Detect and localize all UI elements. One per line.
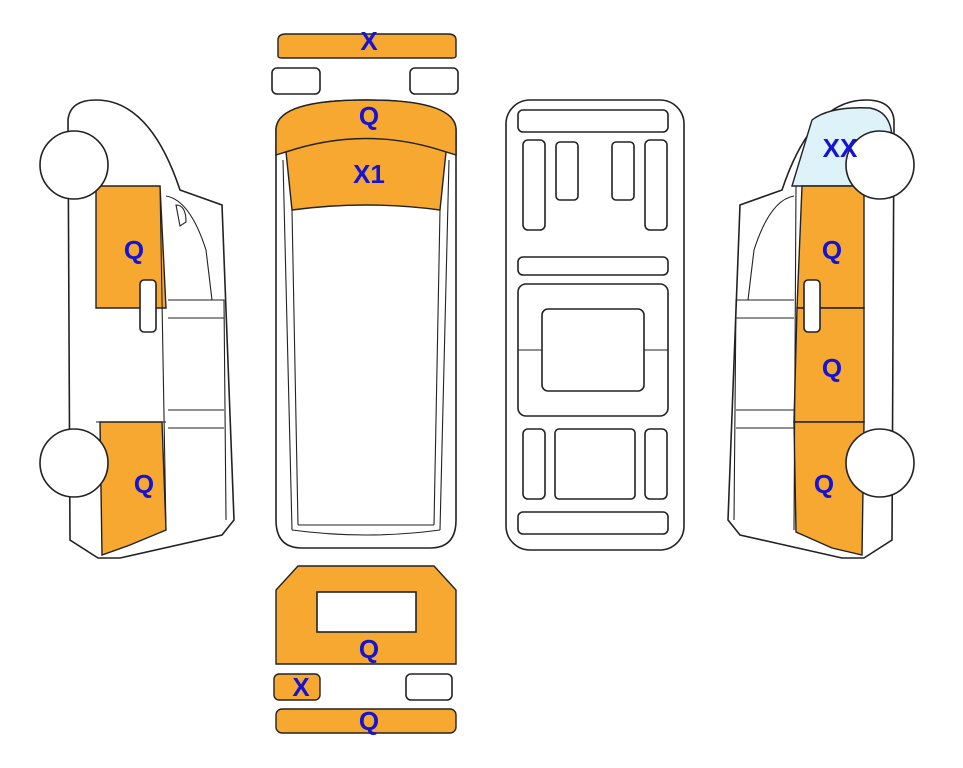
label-right-side-panel: Q <box>822 353 842 383</box>
right-headlight <box>409 67 459 95</box>
right-side-view <box>727 99 915 559</box>
rear-view <box>273 565 457 734</box>
left-front-wheel <box>39 130 109 200</box>
underside-view <box>505 99 685 551</box>
label-hood: Q <box>359 101 379 131</box>
left-headlight <box>271 67 321 95</box>
rear-window <box>316 591 417 633</box>
label-rear-door: Q <box>359 634 379 664</box>
left-rear-wheel <box>39 428 109 498</box>
label-windshield: X1 <box>353 159 385 189</box>
top-view <box>271 33 459 549</box>
label-right-rear-quarter: Q <box>814 469 834 499</box>
label-front-bumper: X <box>360 26 378 56</box>
rear-left-light-part <box>273 673 321 701</box>
rear-right-light <box>405 673 453 701</box>
right-front-wheel <box>845 130 915 200</box>
label-rear-bumper: Q <box>359 706 379 736</box>
rear-bumper-part <box>275 708 457 734</box>
right-rear-wheel <box>845 428 915 498</box>
label-right-front-door: Q <box>822 235 842 265</box>
label-left-front-door: Q <box>124 235 144 265</box>
front-bumper-part <box>277 33 457 59</box>
label-left-rear-quarter: Q <box>134 469 154 499</box>
left-side-view <box>39 99 235 559</box>
label-rear-left-light: X <box>292 672 310 702</box>
label-right-rear-window: XX <box>823 133 858 163</box>
damage-labels: X Q X1 Q Q Q X Q XX Q Q Q <box>124 26 858 736</box>
